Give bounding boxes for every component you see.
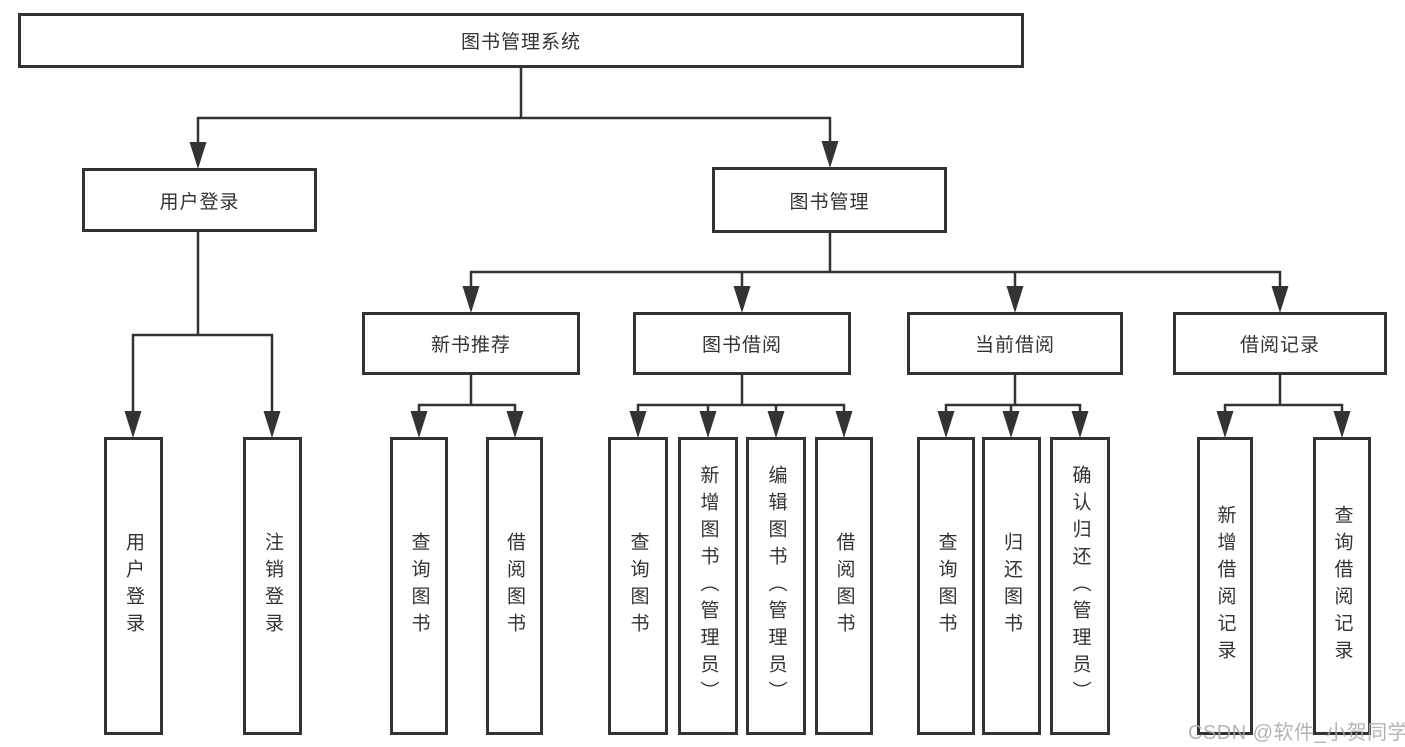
leaf-query-books-recommend: 查询图书 [390,437,448,735]
leaf-add-books-admin: 新增图书（管理员） [678,437,738,735]
node-current-borrowing: 当前借阅 [907,312,1123,375]
node-new-book-recommend: 新书推荐 [362,312,580,375]
node-book-management-label: 图书管理 [789,191,870,213]
node-user-login: 用户登录 [82,168,317,232]
leaf-borrow-books-borrowing: 借阅图书 [815,437,873,735]
leaf-user-login: 用户登录 [104,437,163,735]
leaf-query-books-current: 查询图书 [917,437,975,735]
leaf-logout: 注销登录 [243,437,302,735]
node-new-book-recommend-label: 新书推荐 [430,335,511,356]
node-book-borrowing: 图书借阅 [633,312,851,375]
node-user-login-label: 用户登录 [159,191,240,213]
node-root-label: 图书管理系统 [460,32,581,53]
leaf-edit-books-admin: 编辑图书（管理员） [746,437,806,735]
node-current-borrowing-label: 当前借阅 [974,335,1055,356]
leaf-query-books-borrowing: 查询图书 [608,437,668,735]
node-borrowing-records: 借阅记录 [1173,312,1387,375]
leaf-return-books: 归还图书 [982,437,1041,735]
leaf-confirm-return-admin: 确认归还（管理员） [1050,437,1110,735]
node-book-borrowing-label: 图书借阅 [701,335,782,356]
csdn-watermark: CSDN @软件_小贺同学 [1188,722,1405,744]
node-borrowing-records-label: 借阅记录 [1239,335,1320,356]
leaf-query-borrow-record: 查询借阅记录 [1313,437,1371,735]
node-book-management: 图书管理 [712,167,947,233]
node-root: 图书管理系统 [18,13,1024,68]
leaf-add-borrow-record: 新增借阅记录 [1197,437,1253,735]
leaf-borrow-books-recommend: 借阅图书 [486,437,543,735]
